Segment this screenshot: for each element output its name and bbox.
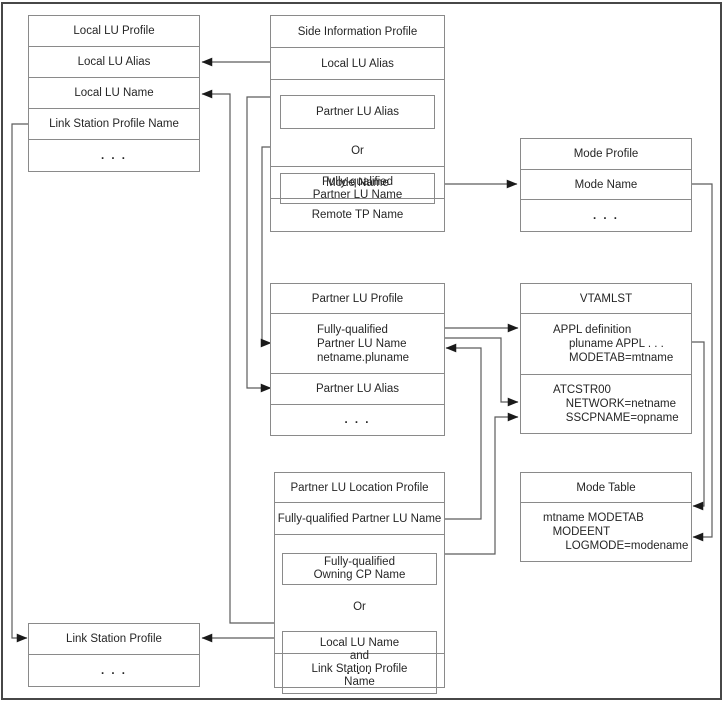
partner-lu-location-fq-owning-cp-name: Fully-qualified Owning CP Name — [282, 553, 437, 585]
side-information-or-label: Or — [351, 145, 364, 157]
link-station-profile-box: Link Station Profile . . . — [28, 623, 200, 687]
vtamlst-title: VTAMLST — [521, 284, 691, 314]
side-information-partner-group: Partner LU Alias Or Fully-qualified Part… — [271, 80, 444, 204]
partner-lu-location-or-label: Or — [353, 601, 366, 613]
local-lu-profile-local-lu-name: Local LU Name — [29, 78, 199, 109]
side-information-profile-box: Side Information Profile Local LU Alias … — [270, 15, 445, 232]
mode-profile-box: Mode Profile Mode Name . . . — [520, 138, 692, 232]
mode-table-box: Mode Table mtname MODETAB MODEENT LOGMOD… — [520, 472, 692, 562]
side-information-profile-title: Side Information Profile — [271, 16, 444, 48]
vtamlst-appl-definition: APPL definition pluname APPL . . . MODET… — [521, 314, 691, 375]
local-lu-profile-title: Local LU Profile — [29, 16, 199, 47]
mode-profile-ellipsis: . . . — [593, 209, 619, 222]
local-lu-profile-link-station-profile-name: Link Station Profile Name — [29, 109, 199, 140]
side-information-partner-lu-alias: Partner LU Alias — [280, 95, 435, 129]
partner-lu-location-ellipsis: . . . — [346, 664, 373, 677]
side-information-mode-name: Mode Name — [271, 167, 444, 199]
partner-lu-location-title: Partner LU Location Profile — [275, 473, 444, 503]
partner-lu-profile-ellipsis: . . . — [344, 414, 371, 426]
partner-lu-location-group: Fully-qualified Owning CP Name Or Local … — [275, 535, 444, 694]
link-station-profile-ellipsis: . . . — [101, 664, 127, 677]
mode-table-title: Mode Table — [521, 473, 691, 503]
side-information-fq-partner-lu-name: Fully-qualified Partner LU Name — [280, 173, 435, 204]
side-information-remote-tp-name: Remote TP Name — [311, 209, 404, 221]
vtamlst-atcstr00: ATCSTR00 NETWORK=netname SSCPNAME=opname — [553, 384, 679, 424]
partner-lu-profile-title: Partner LU Profile — [271, 284, 444, 314]
partner-lu-location-fq-partner-lu-name: Fully-qualified Partner LU Name — [275, 503, 444, 535]
link-station-profile-title: Link Station Profile — [29, 624, 199, 655]
partner-lu-location-profile-box: Partner LU Location Profile Fully-qualif… — [274, 472, 445, 694]
partner-lu-profile-fq-partner-lu-name: Fully-qualified Partner LU Name netname.… — [271, 314, 444, 374]
mode-profile-mode-name: Mode Name — [521, 170, 691, 200]
local-lu-profile-ellipsis: . . . — [101, 149, 127, 162]
partner-lu-profile-box: Partner LU Profile Fully-qualified Partn… — [270, 283, 445, 436]
local-lu-profile-box: Local LU Profile Local LU Alias Local LU… — [28, 15, 200, 172]
vtamlst-box: VTAMLST APPL definition pluname APPL . .… — [520, 283, 692, 434]
partner-lu-profile-partner-lu-alias: Partner LU Alias — [271, 374, 444, 405]
mode-table-body: mtname MODETAB MODEENT LOGMODE=modename — [543, 512, 689, 552]
mode-profile-title: Mode Profile — [521, 139, 691, 170]
side-information-local-lu-alias: Local LU Alias — [271, 48, 444, 80]
local-lu-profile-local-lu-alias: Local LU Alias — [29, 47, 199, 78]
